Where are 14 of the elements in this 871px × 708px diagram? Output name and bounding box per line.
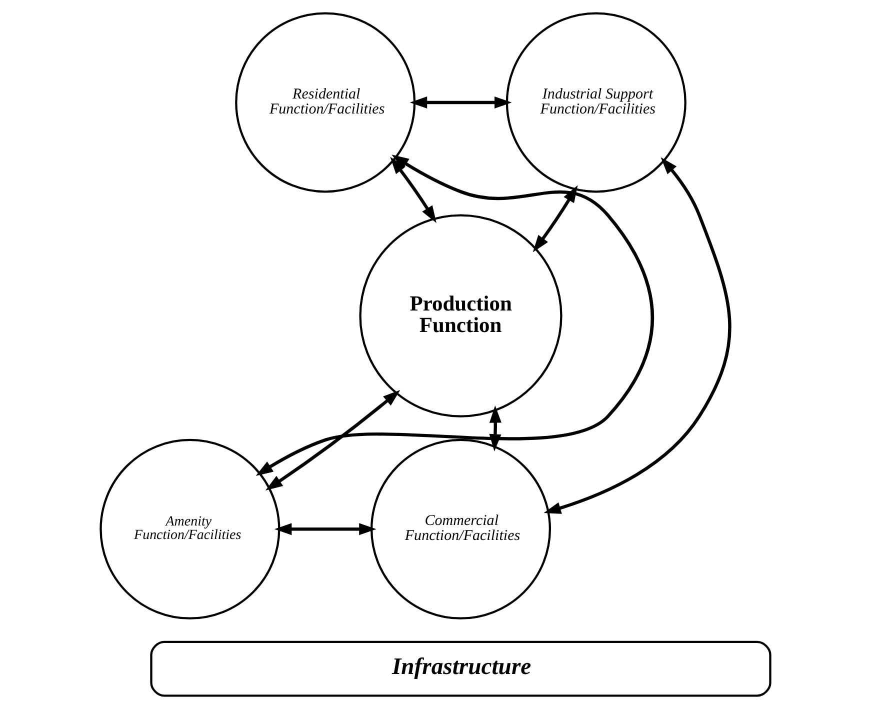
node-circle: Production Function [359,214,562,417]
arrow [390,156,436,223]
node-box: Infrastructure [150,640,772,696]
node-circle: Amenity Function/Facilities [100,438,280,619]
arrow [544,156,732,514]
arrow [265,390,400,490]
arrow [256,154,654,476]
arrow [274,522,376,535]
arrow [410,96,512,108]
node-circle: Residential Function/Facilities [235,12,416,192]
arrow [532,184,578,252]
arrow [489,405,502,451]
node-circle: Commercial Function/Facilities [370,438,552,619]
node-circle: Industrial Support Function/Facilities [506,12,686,192]
